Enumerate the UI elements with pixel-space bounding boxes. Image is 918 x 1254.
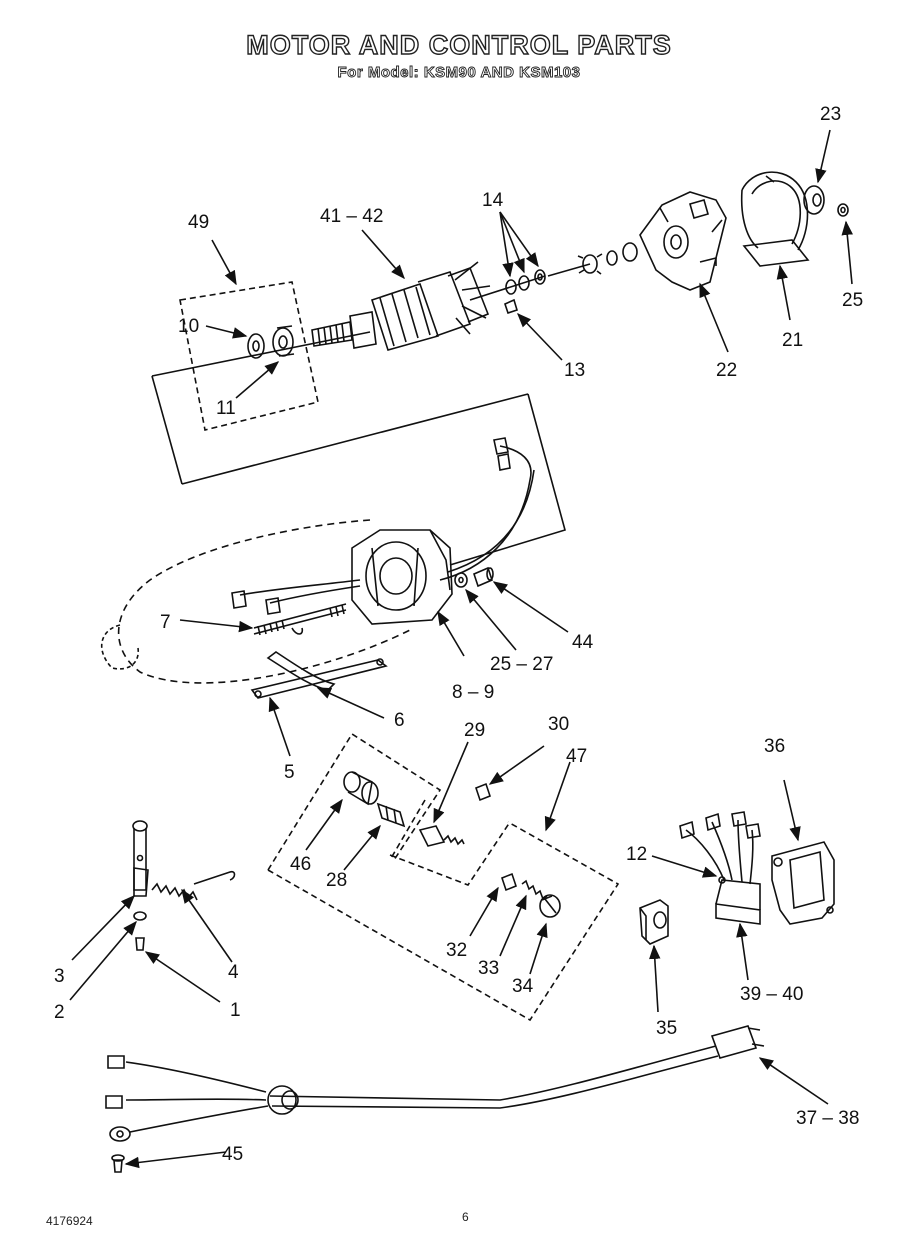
control-board-39-40 <box>679 811 761 925</box>
callout-7: 7 <box>160 612 171 633</box>
callout-14: 14 <box>482 190 504 211</box>
page-title: MOTOR AND CONTROL PARTS <box>246 29 672 60</box>
bearing-11 <box>272 325 295 357</box>
callout-13: 13 <box>564 360 585 381</box>
callout-4: 4 <box>228 962 239 983</box>
bearing-10 <box>247 333 265 359</box>
page-number: 6 <box>462 1210 469 1224</box>
screw-13 <box>504 298 518 315</box>
callout-30: 30 <box>548 714 569 735</box>
callout-1: 1 <box>230 1000 241 1021</box>
brush-rod-7 <box>253 603 347 636</box>
callout-35: 35 <box>656 1018 677 1039</box>
document-number: 4176924 <box>46 1214 93 1228</box>
page-subtitle: For Model: KSM90 AND KSM103 <box>337 64 581 82</box>
callout-49: 49 <box>188 212 209 233</box>
callout-41-42: 41 – 42 <box>320 206 383 227</box>
bracket-21 <box>740 171 810 267</box>
brush-28 <box>376 802 406 828</box>
clamp-5 <box>250 658 388 699</box>
cover-36 <box>771 841 835 925</box>
brush-cap-34 <box>539 894 561 918</box>
callout-22: 22 <box>716 360 737 381</box>
brush-holder-46 <box>343 771 379 806</box>
strap-6 <box>266 651 336 691</box>
brush-29 <box>418 825 465 847</box>
sleeve-44 <box>473 566 494 588</box>
callout-36: 36 <box>764 736 785 757</box>
callout-10: 10 <box>178 316 199 337</box>
motor-housing-outline <box>100 519 411 684</box>
end-bell-22 <box>547 191 727 291</box>
callout-11: 11 <box>216 398 236 419</box>
callout-47: 47 <box>566 746 587 767</box>
motor-field <box>231 437 535 625</box>
control-lever-3 <box>132 820 149 897</box>
callout-12: 12 <box>626 844 647 865</box>
armature <box>311 261 546 351</box>
callout-23: 23 <box>820 104 841 125</box>
callout-25: 25 <box>842 290 863 311</box>
power-cord-37-38 <box>105 1025 765 1142</box>
nut-25 <box>837 203 849 217</box>
callout-37-38: 37 – 38 <box>796 1108 859 1129</box>
callout-5: 5 <box>284 762 295 783</box>
armature-bracket-outline <box>151 331 566 566</box>
callout-34: 34 <box>512 976 534 997</box>
washer-2 <box>133 911 147 921</box>
callout-3: 3 <box>54 966 65 987</box>
callout-6: 6 <box>394 710 405 731</box>
screw-1 <box>135 937 145 951</box>
callout-28: 28 <box>326 870 347 891</box>
brush-32 <box>501 872 517 892</box>
callout-8-9: 8 – 9 <box>452 682 494 703</box>
callout-39-40: 39 – 40 <box>740 984 803 1005</box>
callout-32: 32 <box>446 940 467 961</box>
washers-14 <box>505 269 546 295</box>
callout-29: 29 <box>464 720 485 741</box>
screw-45 <box>111 1154 125 1173</box>
spring-4 <box>151 870 236 901</box>
callout-25-27: 25 – 27 <box>490 654 553 675</box>
leader-lines <box>69 129 853 1169</box>
callout-2: 2 <box>54 1002 65 1023</box>
callout-45: 45 <box>222 1144 243 1165</box>
bearing-group-box-49 <box>179 281 319 431</box>
callout-labels: 49 10 11 41 – 42 14 13 22 21 23 25 7 8 –… <box>54 104 863 1165</box>
callout-21: 21 <box>782 330 803 351</box>
cap-30 <box>475 782 491 802</box>
insulator-25-27 <box>454 572 468 588</box>
bearing-23 <box>803 185 825 215</box>
brush-group-box <box>267 732 620 1022</box>
callout-46: 46 <box>290 854 311 875</box>
switch-35 <box>639 899 669 945</box>
callout-44: 44 <box>572 632 594 653</box>
callout-33: 33 <box>478 958 499 979</box>
